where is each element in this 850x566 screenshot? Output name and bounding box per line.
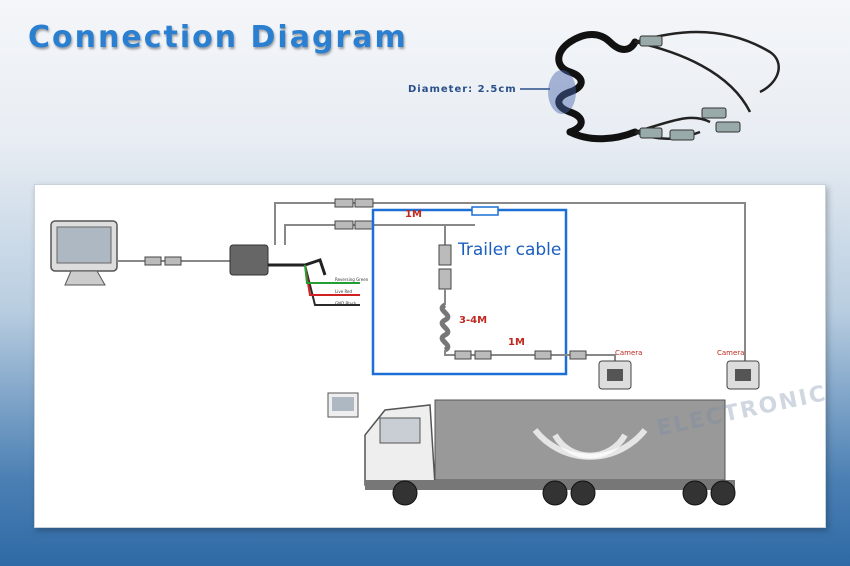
camera-label-1: Camera	[615, 349, 643, 357]
coil-cable	[439, 302, 451, 353]
camera-icon	[726, 360, 760, 390]
camera-view-arcs	[532, 428, 648, 460]
trailer-cable-box	[371, 208, 568, 376]
wire-label-green: Reversing Green	[335, 277, 369, 282]
monitor-icon	[50, 220, 118, 286]
diameter-label: Diameter: 2.5cm	[408, 84, 517, 95]
camera-label-2: Camera	[717, 349, 745, 357]
camera-icon	[598, 360, 632, 390]
coiled-cable-photo	[520, 30, 780, 143]
wire-label-red: Live Red	[335, 289, 353, 294]
wiring-diagram	[50, 198, 760, 506]
diagram-panel: Trailer cable 1M 3-4M 1M Reversing Green…	[34, 184, 826, 528]
page-title: Connection Diagram	[28, 20, 408, 55]
connector	[144, 256, 162, 266]
small-monitor-icon	[327, 392, 359, 418]
control-box	[229, 244, 269, 276]
length-coil-label: 3-4M	[459, 315, 488, 326]
wire-label-black: GND Black	[335, 301, 357, 306]
connector	[164, 256, 182, 266]
length-top-label: 1M	[405, 209, 422, 220]
diameter-highlight	[548, 70, 576, 114]
trailer-cable-label: Trailer cable	[458, 240, 562, 260]
length-bottom-label: 1M	[508, 337, 525, 348]
truck-illustration	[364, 399, 736, 506]
